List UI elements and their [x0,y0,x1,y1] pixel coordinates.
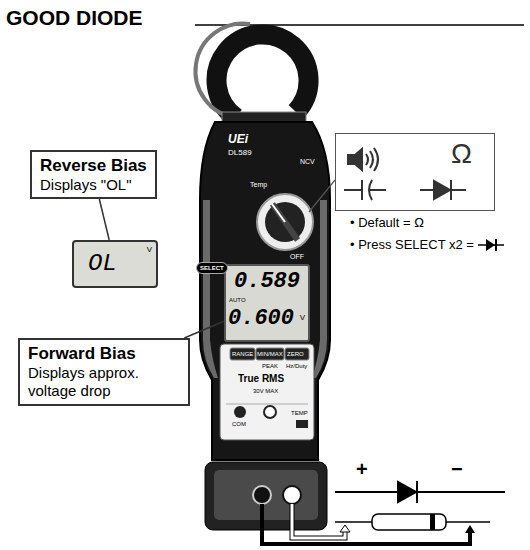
diagram-title: GOOD DIODE [6,6,143,29]
node-text: OL [88,250,117,277]
diode-component [335,514,490,530]
rotary-dial [257,194,313,250]
node-text: Forward Bias [28,344,180,364]
clamp-jaw [195,23,308,124]
node-text: Displays "OL" [40,176,147,193]
test-lead-plug [205,462,327,530]
label: Temp [250,181,267,189]
label: • Press SELECT x2 = [350,238,474,252]
lcd-display: OL V [72,240,158,288]
label: PEAK [262,363,278,370]
label: • Default = Ω [350,216,424,230]
node-text: Reverse Bias [40,156,147,176]
label: Hz/Duty [286,363,307,370]
label: + [356,458,368,480]
diode-symbol [420,180,466,200]
lcd-display: 0.589AUTO 0.600 V [224,264,310,342]
label: MIN/MAX [257,351,283,358]
lower-panel [220,344,314,440]
label: TEMP [291,410,308,417]
label: RANGE [232,351,253,358]
dial-inset [309,133,495,212]
node-text: 0.600 [228,306,294,331]
callout-box: Reverse BiasDisplays "OL" [30,150,157,199]
node-text: SELECT [200,265,224,271]
node-text: 0.589 [234,269,300,294]
inset-box: Ω [335,133,495,211]
node-text: Displays approx. voltage drop [28,364,180,400]
label: − [451,458,463,480]
test-leads [262,504,475,544]
callout-leader [184,321,224,338]
label: COM [232,421,246,428]
continuity-icon [348,148,378,171]
label: OFF [290,253,304,261]
label: True RMS [238,373,284,384]
label: 30V MAX [253,388,278,395]
node-text: V [147,245,152,254]
label: NCV [300,158,315,166]
node-text: V [300,313,305,322]
label: ZERO [287,351,304,358]
meter-body [200,122,330,460]
diode-schematic [335,481,505,503]
input-jacks [226,404,308,428]
label: UEi [228,133,248,146]
buttons [230,348,309,360]
node-text: Ω [451,138,472,170]
label: DL589 [228,149,252,158]
callout-box: Forward BiasDisplays approx. voltage dro… [18,338,190,406]
capacitor-symbol [344,180,386,200]
diode-symbol [478,238,504,252]
callout-leader [99,199,109,240]
select-button: SELECT [196,262,228,274]
node-text: AUTO [229,297,246,303]
